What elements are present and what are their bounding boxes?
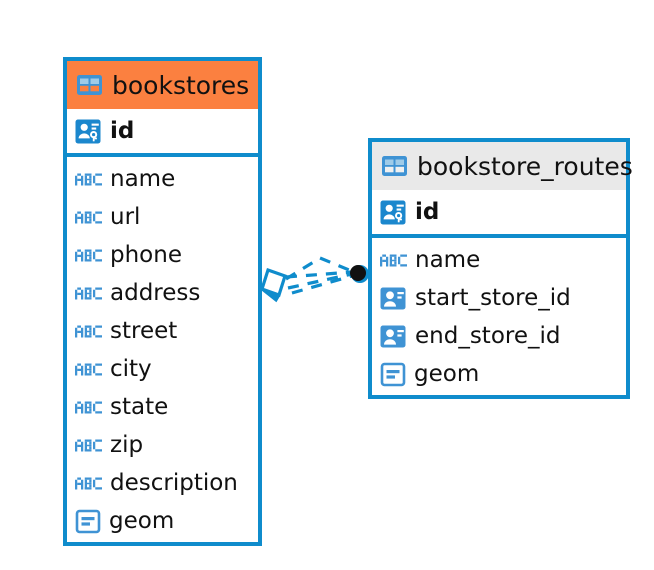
field-row-address[interactable]: address	[67, 274, 258, 312]
field-label: state	[110, 393, 169, 420]
field-label: start_store_id	[415, 284, 571, 311]
fields-section-bookstores: name u	[67, 157, 258, 545]
abc-icon	[75, 172, 102, 187]
field-row-state[interactable]: state	[67, 388, 258, 426]
field-label: end_store_id	[415, 322, 561, 349]
primary-key-icon	[75, 118, 102, 145]
entity-title: bookstores	[112, 70, 250, 100]
abc-icon	[75, 362, 102, 377]
field-row-zip[interactable]: zip	[67, 426, 258, 464]
field-label: name	[110, 165, 176, 192]
field-row-name[interactable]: name	[67, 160, 258, 198]
field-row-name[interactable]: name	[372, 241, 626, 279]
field-row-city[interactable]: city	[67, 350, 258, 388]
field-label: phone	[110, 241, 182, 268]
primary-key-section-bookstore-routes: id	[372, 190, 626, 238]
geometry-icon	[380, 361, 406, 387]
relationship-crow-branch	[285, 256, 355, 281]
entity-title: bookstore_routes	[417, 151, 633, 181]
abc-icon	[75, 438, 102, 453]
field-label: geom	[109, 507, 175, 534]
field-row-geom[interactable]: geom	[372, 355, 626, 393]
source-marker-diamond	[260, 267, 287, 303]
field-row-street[interactable]: street	[67, 312, 258, 350]
field-label: street	[110, 317, 178, 344]
field-row-id[interactable]: id	[67, 109, 258, 153]
abc-icon	[75, 210, 102, 225]
fields-section-bookstore-routes: name start_store_id	[372, 238, 626, 398]
primary-key-section-bookstores: id	[67, 109, 258, 157]
target-marker-dot	[350, 265, 369, 283]
entity-bookstore-routes[interactable]: bookstore_routes id	[368, 138, 633, 399]
field-label: geom	[414, 360, 480, 387]
entity-bookstores[interactable]: bookstores id	[63, 57, 262, 546]
geometry-icon	[75, 508, 101, 534]
entity-header-bookstores: bookstores	[67, 61, 258, 109]
abc-icon	[75, 476, 102, 491]
field-label: url	[110, 203, 141, 230]
field-row-start-store-id[interactable]: start_store_id	[372, 279, 626, 317]
abc-icon	[75, 248, 102, 263]
primary-key-icon	[380, 199, 407, 226]
field-label: name	[415, 246, 481, 273]
field-row-id[interactable]: id	[372, 190, 626, 234]
field-label: city	[110, 355, 152, 382]
abc-icon	[75, 400, 102, 415]
field-label: address	[110, 279, 201, 306]
foreign-key-icon	[380, 285, 407, 312]
field-label: id	[110, 117, 135, 144]
entity-header-bookstore-routes: bookstore_routes	[372, 142, 633, 190]
field-row-geom[interactable]: geom	[67, 502, 258, 540]
table-icon	[381, 155, 408, 177]
relationship-line-upper	[285, 270, 353, 279]
abc-icon	[380, 253, 407, 268]
abc-icon	[75, 286, 102, 301]
field-row-description[interactable]: description	[67, 464, 258, 502]
field-row-phone[interactable]: phone	[67, 236, 258, 274]
relationship-line-lower	[291, 274, 353, 295]
table-icon	[76, 74, 103, 96]
abc-icon	[75, 324, 102, 339]
field-label: description	[110, 469, 238, 496]
field-label: id	[415, 198, 440, 225]
field-row-url[interactable]: url	[67, 198, 258, 236]
field-label: zip	[110, 431, 144, 458]
foreign-key-icon	[380, 323, 407, 350]
relationship-line-middle	[287, 272, 353, 290]
field-row-end-store-id[interactable]: end_store_id	[372, 317, 626, 355]
